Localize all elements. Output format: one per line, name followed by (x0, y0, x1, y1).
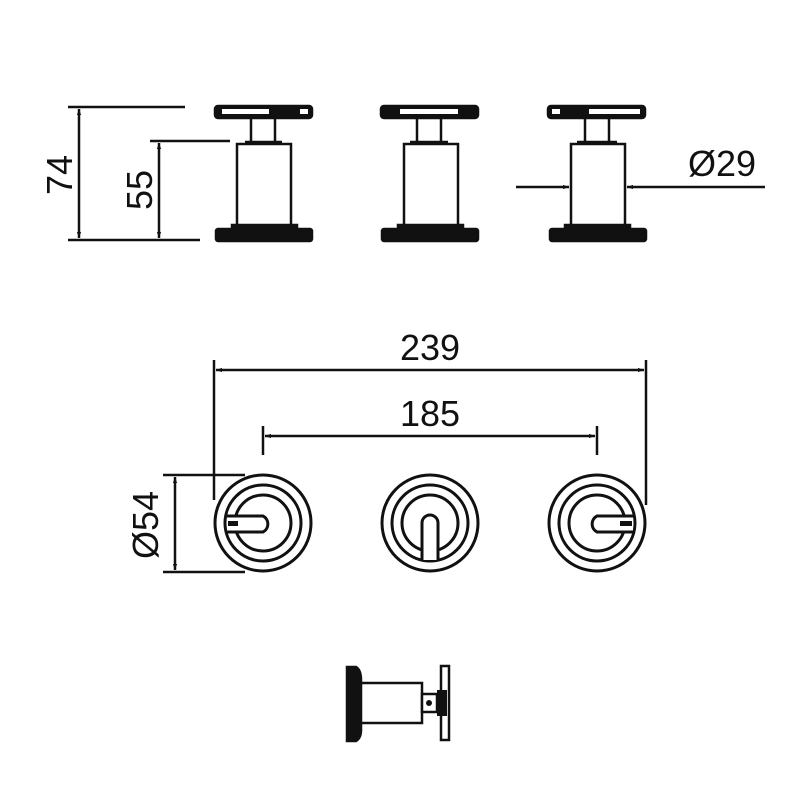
dimension-label-185: 185 (400, 393, 460, 434)
dimension-label-74: 74 (39, 155, 80, 195)
escutcheon-right (547, 473, 647, 573)
plan-view (163, 360, 648, 574)
valve-elevation-middle (379, 104, 480, 243)
escutcheon-middle (380, 473, 480, 573)
side-view (345, 664, 451, 743)
valve-elevation-left (213, 104, 314, 243)
dimension-label-29: Ø29 (688, 143, 756, 184)
elevation-view (68, 104, 765, 243)
valve-elevation-right (546, 104, 648, 243)
dimension-label-239: 239 (400, 327, 460, 368)
dimension-label-54: Ø54 (125, 491, 166, 559)
dimension-label-55: 55 (119, 170, 160, 210)
escutcheon-left (213, 473, 313, 573)
